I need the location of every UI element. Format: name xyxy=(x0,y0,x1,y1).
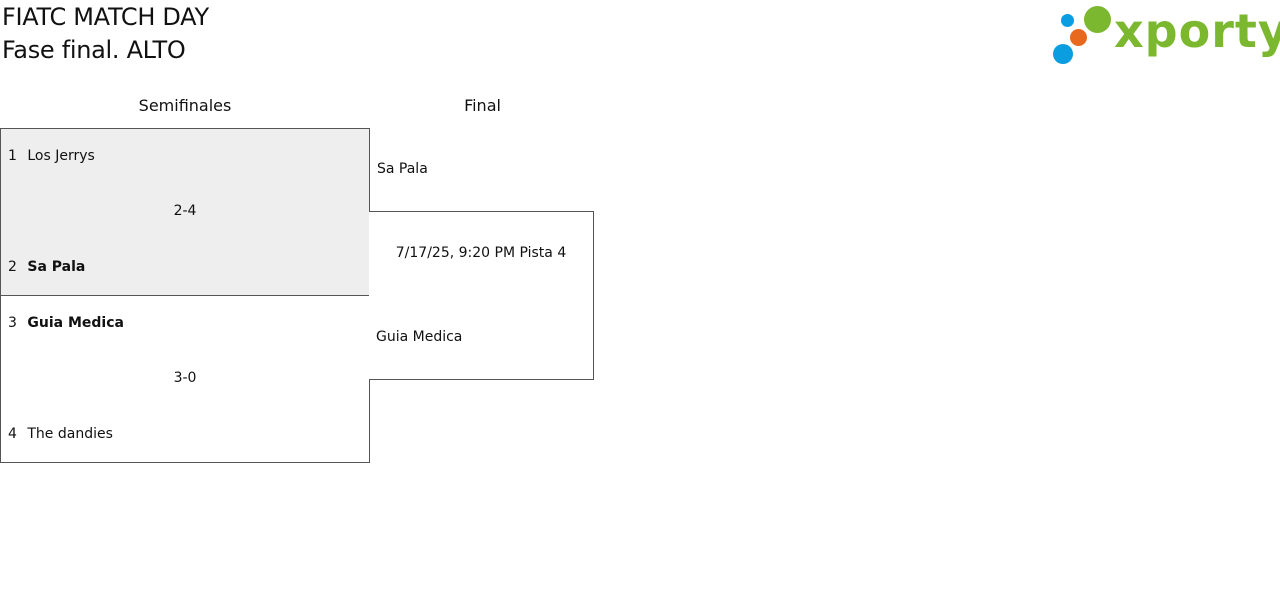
final-team-bottom: Guia Medica xyxy=(376,329,463,345)
page-header: FIATC MATCH DAY Fase final. ALTO xyxy=(2,1,209,67)
team-seed: 2 xyxy=(8,259,17,275)
team-name: Guia Medica xyxy=(27,315,124,331)
team-seed: 1 xyxy=(8,148,17,164)
final-schedule: 7/17/25, 9:20 PM Pista 4 xyxy=(395,245,567,261)
logo-wordmark: xporty xyxy=(1114,4,1280,58)
logo-dot-green xyxy=(1084,6,1111,33)
team-seed: 4 xyxy=(8,426,17,442)
team-name: Los Jerrys xyxy=(27,148,95,164)
logo-dot-blue xyxy=(1053,44,1073,64)
semifinal-match-2[interactable]: 3 Guia Medica 3-0 4 The dandies xyxy=(0,295,370,463)
phase-title: Fase final. ALTO xyxy=(2,36,186,64)
team-row: 4 The dandies xyxy=(8,426,113,442)
xporty-logo[interactable]: xporty xyxy=(1050,4,1280,66)
team-seed: 3 xyxy=(8,315,17,331)
round-title-semifinals: Semifinales xyxy=(138,96,232,115)
match-score: 3-0 xyxy=(173,370,197,386)
final-team-top: Sa Pala xyxy=(377,161,428,177)
final-match[interactable]: 7/17/25, 9:20 PM Pista 4 Guia Medica xyxy=(369,211,594,380)
event-title: FIATC MATCH DAY xyxy=(2,3,209,31)
logo-dot-orange xyxy=(1070,29,1087,46)
match-score: 2-4 xyxy=(173,203,197,219)
team-row-winner: 2 Sa Pala xyxy=(8,259,85,275)
team-name: Sa Pala xyxy=(27,259,86,275)
logo-dot-blue-small xyxy=(1061,14,1074,27)
round-title-final: Final xyxy=(464,96,501,115)
team-row: 1 Los Jerrys xyxy=(8,148,95,164)
team-name: The dandies xyxy=(27,426,113,442)
team-row-winner: 3 Guia Medica xyxy=(8,315,124,331)
semifinal-match-1[interactable]: 1 Los Jerrys 2-4 2 Sa Pala xyxy=(0,128,370,296)
